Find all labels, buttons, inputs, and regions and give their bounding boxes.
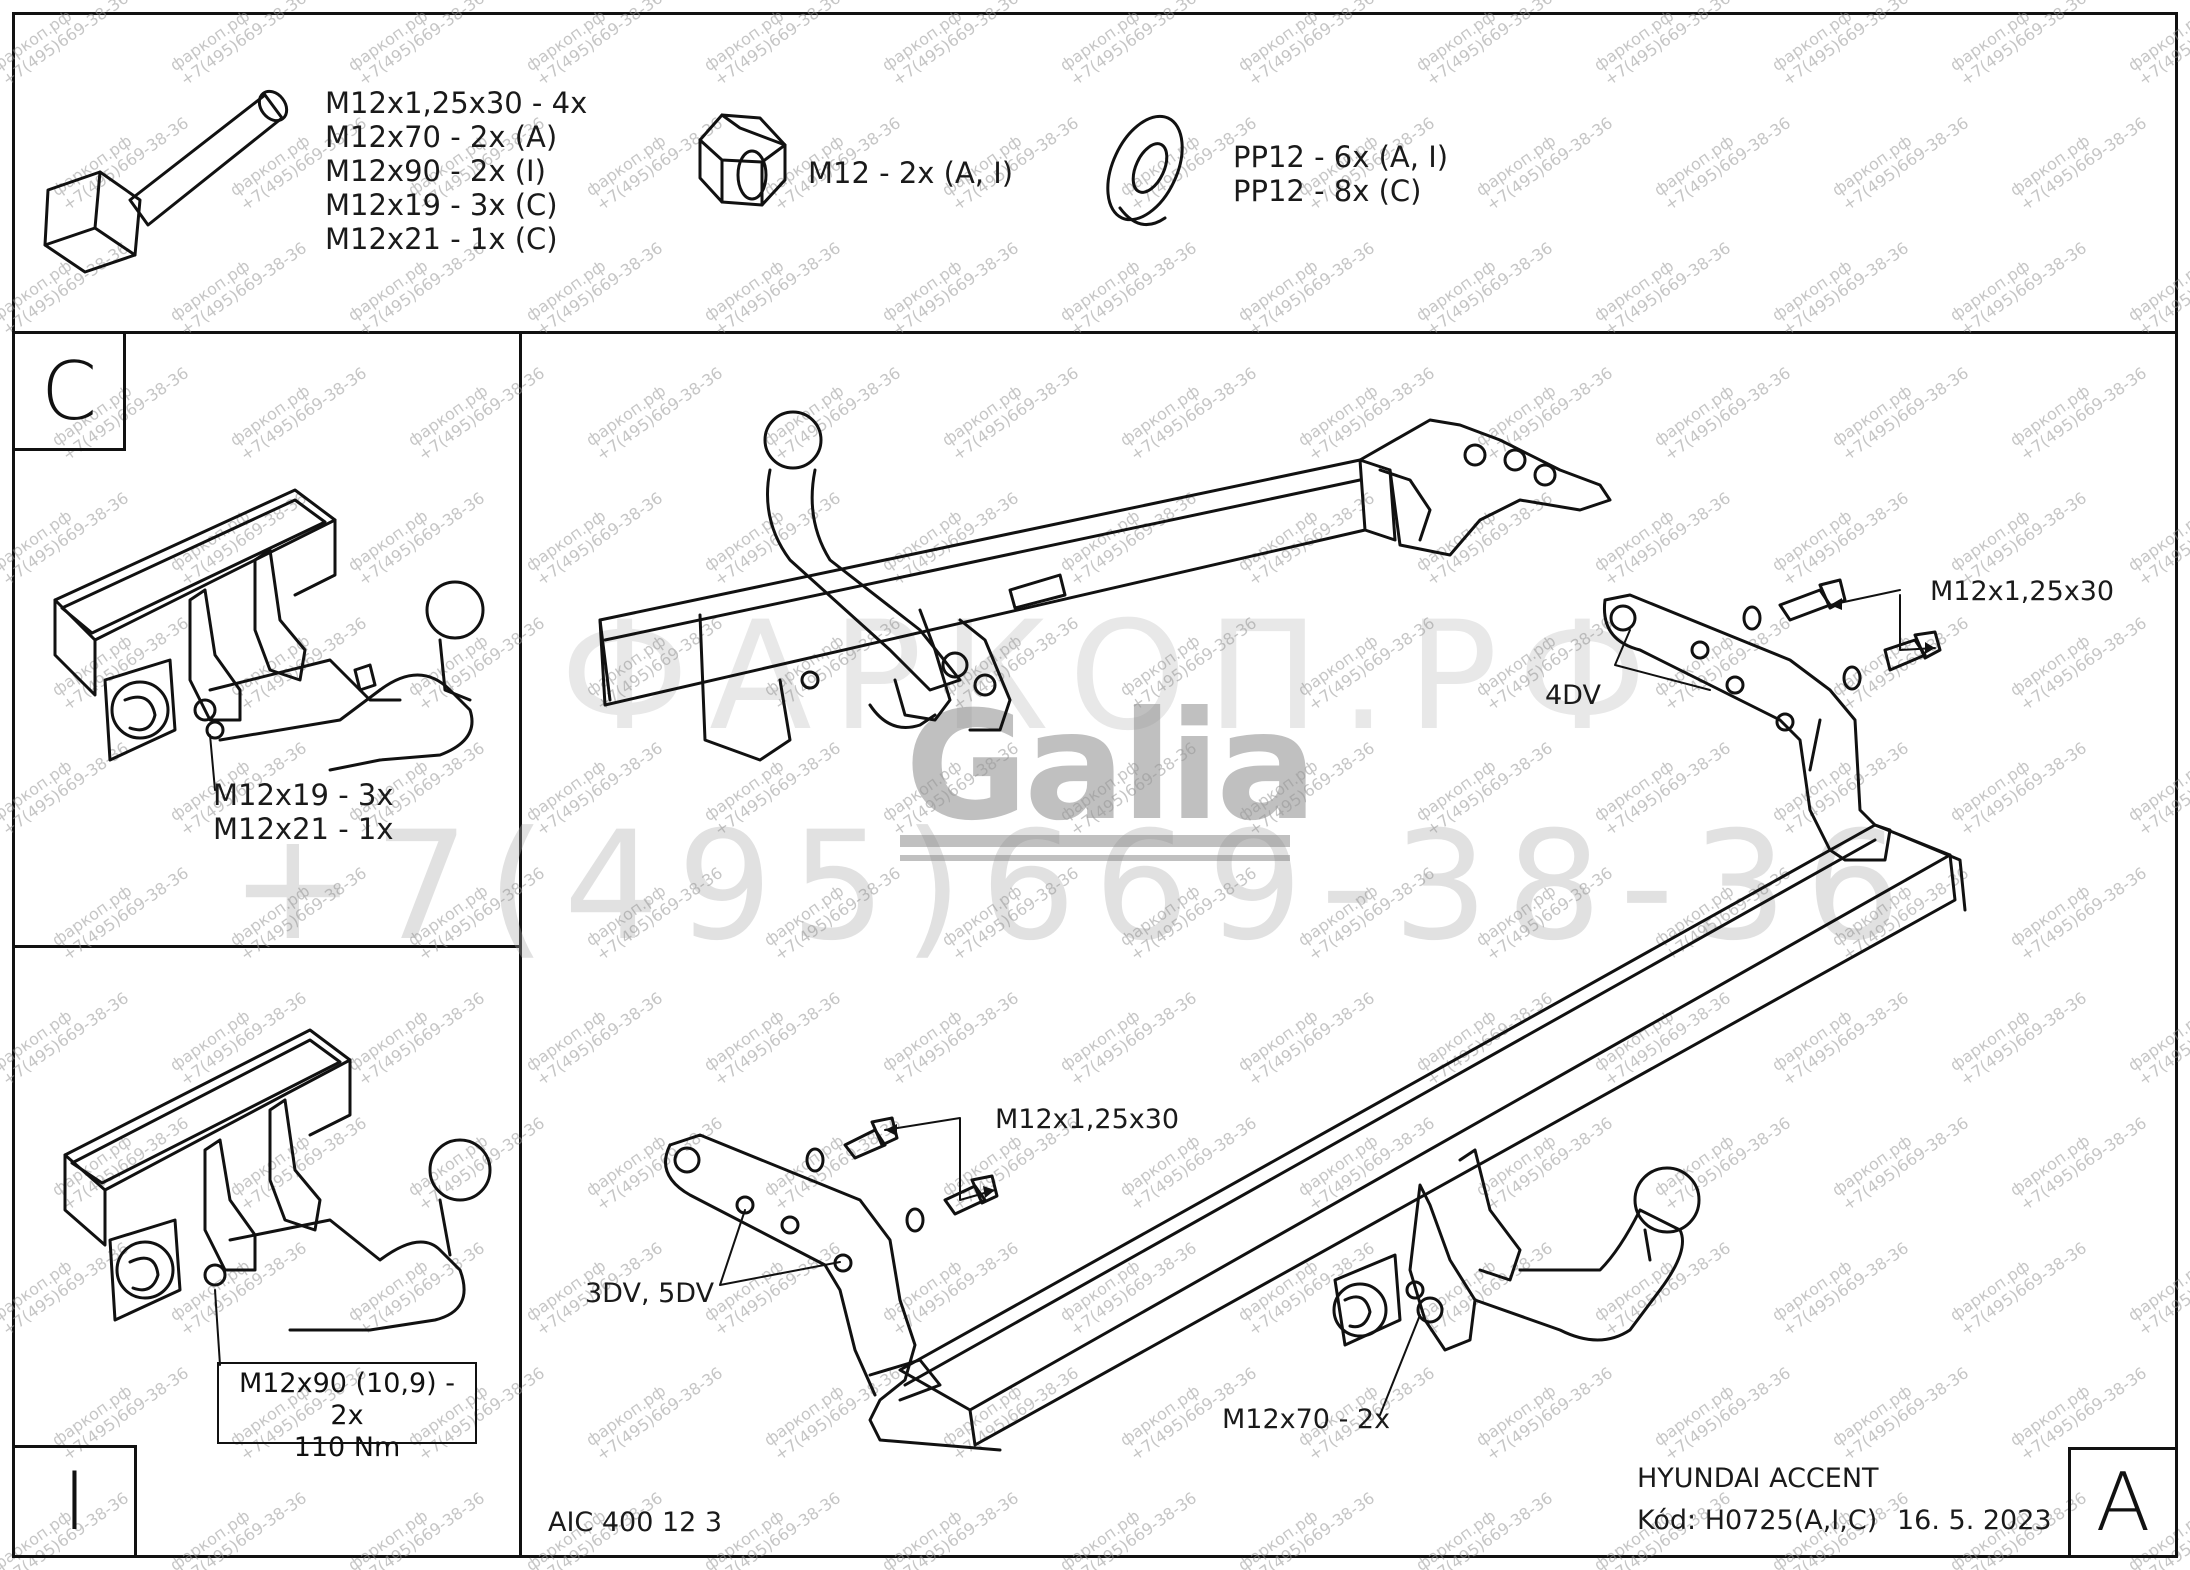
bolt-label-right: M12x1,25x30 — [1930, 576, 2115, 607]
parts-strip-border — [12, 12, 2178, 334]
bolt-label-left: M12x1,25x30 — [995, 1104, 1180, 1135]
panel-c-callout: M12x19 - 3x M12x21 - 1x — [213, 778, 394, 846]
variant-label-4dv: 4DV — [1545, 680, 1601, 711]
watermark-logo: Galia — [905, 680, 1317, 854]
bolt-spec-line: M12x1,25x30 - 4x — [325, 86, 588, 120]
bolt-spec-line: M12x90 - 2x (I) — [325, 154, 546, 188]
nut-icon — [698, 113, 787, 207]
drawing-code: AIC 400 12 3 — [548, 1507, 723, 1538]
panel-a-letter: A — [2068, 1447, 2178, 1558]
bolt-icon — [43, 89, 289, 274]
panel-i-drawing — [63, 1028, 492, 1332]
kod-value: Kód: H0725(A,I,C) — [1637, 1505, 1878, 1536]
variant-label-3dv-5dv: 3DV, 5DV — [585, 1278, 715, 1309]
bolt-spec-line: M12x21 - 1x (C) — [325, 222, 558, 256]
ball-bolt-label: M12x70 - 2x — [1222, 1404, 1391, 1435]
bolt-spec-line: M12x19 - 3x (C) — [325, 188, 558, 222]
panel-i-letter: I — [12, 1445, 137, 1558]
washer-spec-line: PP12 - 8x (C) — [1233, 174, 1422, 208]
panel-c-callout-line: M12x21 - 1x — [213, 812, 394, 846]
panel-i-border — [12, 945, 522, 1558]
nut-spec: M12 - 2x (A, I) — [808, 156, 1014, 190]
panel-c-letter: C — [12, 331, 126, 451]
washer-icon — [1106, 114, 1184, 227]
panel-i-callout-line: M12x90 (10,9) - 2x — [238, 1368, 456, 1431]
drawing-date: 16. 5. 2023 — [1897, 1505, 2052, 1536]
bolt-spec-list: M12x1,25x30 - 4x M12x70 - 2x (A) M12x90 … — [325, 86, 587, 256]
watermark-logo-underline — [900, 835, 1290, 847]
model-name: HYUNDAI ACCENT — [1637, 1463, 1879, 1494]
washer-spec-list: PP12 - 6x (A, I) PP12 - 8x (C) — [1233, 140, 1448, 208]
panel-i-callout-line: 110 Nm — [293, 1432, 401, 1463]
washer-spec-line: PP12 - 6x (A, I) — [1233, 140, 1449, 174]
watermark-logo-underline — [900, 855, 1290, 861]
watermark-domain: ФАРКОП.РФ — [560, 590, 1667, 764]
bolt-spec-line: M12x70 - 2x (A) — [325, 120, 558, 154]
watermark-phone: +7(495)669-38-36 — [230, 800, 1919, 974]
panel-c-callout-line: M12x19 - 3x — [213, 778, 394, 812]
main-towbar-drawing — [598, 410, 1967, 1452]
panel-c-drawing — [53, 488, 485, 772]
panel-i-callout-box: M12x90 (10,9) - 2x 110 Nm — [217, 1362, 477, 1463]
leader-lines — [719, 589, 1936, 1416]
